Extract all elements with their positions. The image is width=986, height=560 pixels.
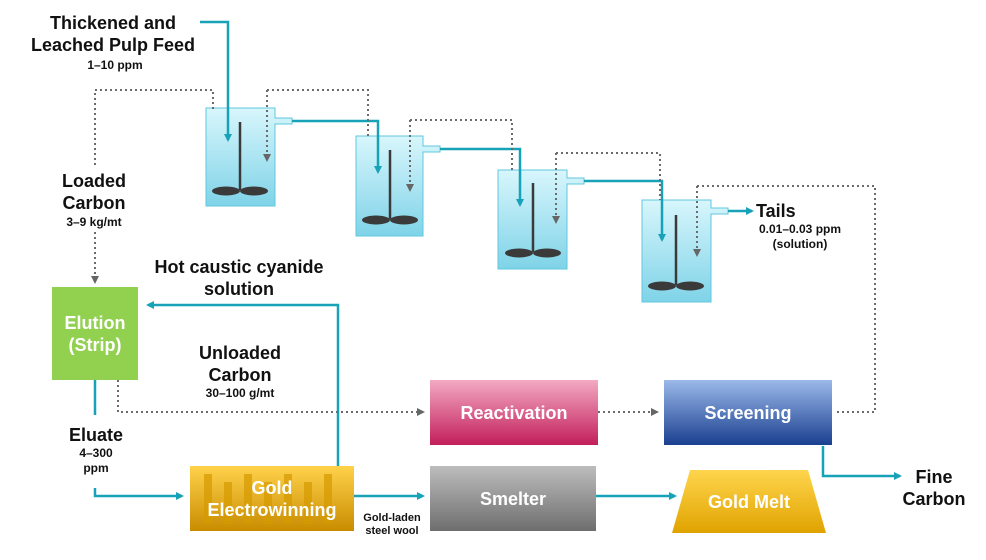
fine-carbon-line1: Fine — [915, 467, 953, 487]
carbon-flow-lines — [91, 89, 876, 416]
electrowinning-line1: Gold — [251, 477, 293, 498]
screening-box: Screening — [704, 402, 792, 423]
feed-title-line2: Leached Pulp Feed — [30, 35, 196, 55]
fine-carbon-label: Fine Carbon — [892, 466, 976, 510]
hot-caustic-line2: solution — [204, 279, 274, 299]
elution-box-shape — [52, 287, 138, 380]
loaded-carbon-grade: 3–9 kg/mt — [66, 215, 122, 229]
tails-title: Tails — [756, 201, 796, 221]
hot-caustic-line1: Hot caustic cyanide — [154, 257, 324, 277]
eluate-title: Eluate — [68, 425, 124, 445]
unloaded-carbon-grade: 30–100 g/mt — [205, 386, 275, 400]
smelter-box: Smelter — [479, 488, 547, 509]
elution-line2: (Strip) — [68, 334, 122, 355]
steel-wool-label: Gold-laden steel wool — [354, 512, 430, 538]
steel-wool-line2: steel wool — [365, 525, 419, 537]
electrowinning-box-shape — [190, 466, 354, 531]
gold-melt-box: Gold Melt — [708, 491, 790, 512]
feed-title-line1: Thickened and — [49, 13, 177, 33]
gold-melt-trapezoid — [672, 470, 826, 533]
loaded-carbon-label: Loaded Carbon — [42, 170, 146, 214]
tank-4 — [641, 199, 729, 303]
feed-grade: 1–10 ppm — [87, 58, 143, 72]
smelter-box-shape — [430, 466, 596, 531]
reactivation-box-shape — [430, 380, 598, 445]
eluate-grade-line2: ppm — [83, 461, 109, 475]
electrowinning-box: Gold Electrowinning — [190, 466, 354, 531]
fine-carbon-line2: Carbon — [902, 489, 966, 509]
loaded-carbon-line2: Carbon — [62, 193, 126, 213]
elution-box: Elution (Strip) — [52, 287, 138, 380]
feed-title: Thickened and Leached Pulp Feed — [28, 12, 198, 56]
loaded-carbon-line1: Loaded — [61, 171, 126, 191]
unloaded-carbon-line1: Unloaded — [198, 343, 281, 363]
screening-box-shape — [664, 380, 832, 445]
tank-2 — [355, 135, 441, 237]
electrowinning-line2: Electrowinning — [207, 499, 337, 520]
pulp-flow-lines — [93, 20, 902, 500]
unloaded-carbon-label: Unloaded Carbon — [178, 342, 302, 386]
tails-grade-value: 0.01–0.03 ppm — [758, 222, 842, 236]
unloaded-carbon-line2: Carbon — [208, 365, 272, 385]
tails-grade: 0.01–0.03 ppm (solution) — [742, 222, 858, 252]
elution-line1: Elution — [64, 312, 126, 333]
tails-grade-note: (solution) — [772, 237, 828, 251]
eluate-grade-line1: 4–300 — [79, 446, 113, 460]
tank-3 — [497, 169, 585, 270]
steel-wool-line1: Gold-laden — [363, 512, 421, 524]
eluate-grade: 4–300 ppm — [54, 446, 138, 476]
reactivation-box: Reactivation — [460, 402, 568, 423]
hot-caustic-label: Hot caustic cyanide solution — [134, 256, 344, 300]
tank-1 — [205, 107, 293, 207]
